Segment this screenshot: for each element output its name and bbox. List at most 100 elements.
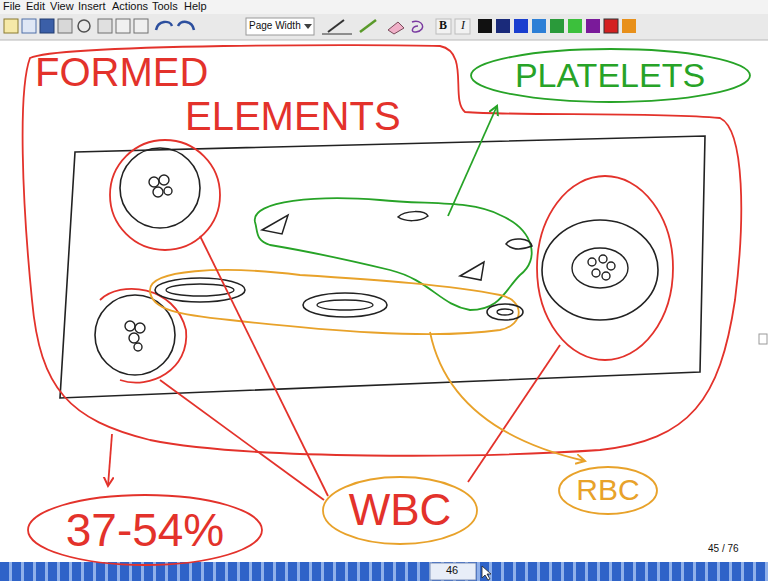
- menu-item: Actions: [112, 0, 148, 13]
- toolbar-border: [0, 40, 768, 41]
- rbc-group: [150, 270, 519, 334]
- menu-bar: [0, 0, 768, 14]
- colour-swatch: [586, 19, 600, 33]
- nucleus-lobe: [588, 258, 596, 266]
- rbc-pallor: [317, 300, 373, 310]
- platelet: [506, 239, 532, 249]
- wbc-cell: [120, 148, 200, 228]
- wbc-inner: [572, 248, 628, 288]
- nucleus-lobe: [134, 343, 142, 351]
- eraser-icon: [388, 22, 404, 34]
- nucleus-lobe: [599, 255, 607, 263]
- rbc-cell: [303, 293, 387, 317]
- redo-icon: [178, 22, 194, 30]
- italic-button: [455, 19, 470, 34]
- pen-icon: [328, 20, 344, 32]
- platelet: [398, 212, 428, 221]
- wbc-ring: [110, 140, 220, 250]
- zoom-select-text: Page Width: [249, 20, 301, 32]
- menu-item: Help: [184, 0, 207, 13]
- colour-swatch: [532, 19, 546, 33]
- nucleus-lobe: [602, 272, 610, 280]
- page-number: 46: [446, 564, 458, 577]
- pointer-line: [160, 380, 324, 500]
- callout-ellipse-line: [323, 477, 477, 544]
- rbc-pallor: [497, 309, 513, 315]
- colour-swatch: [622, 19, 636, 33]
- wbc-cell: [542, 220, 658, 320]
- nucleus-lobe: [129, 333, 139, 343]
- callout-text: 37-54%: [66, 507, 263, 553]
- page-box: [430, 563, 476, 580]
- pointer-arrow: [448, 106, 497, 216]
- colour-swatch: [604, 19, 618, 33]
- tool-icon: [78, 20, 90, 32]
- tool-bar: [0, 14, 768, 40]
- nucleus-lobe: [159, 175, 169, 185]
- nucleus-lobe: [607, 262, 615, 270]
- lasso-icon: [412, 21, 423, 32]
- title-text: FORMED ELEMENTS: [35, 50, 425, 138]
- tool-icons: [4, 18, 470, 35]
- bold-button-text: B: [439, 19, 447, 33]
- nucleus-lobe: [592, 269, 600, 277]
- tool-icon: [4, 19, 18, 33]
- wbc-nucleus: [125, 321, 145, 351]
- colour-swatch: [496, 19, 510, 33]
- colour-palette: [478, 19, 636, 33]
- callout-ellipse-line: [559, 467, 657, 514]
- colour-swatch: [550, 19, 564, 33]
- zoom-select: [246, 18, 314, 35]
- menu-item: View: [50, 0, 74, 13]
- smear-frame: [60, 136, 705, 398]
- nucleus-lobe: [149, 177, 159, 187]
- nucleus-lobe: [153, 187, 163, 197]
- callout-ellipse: RBC: [558, 466, 658, 515]
- wbc-nucleus: [588, 255, 615, 280]
- mouse-cursor: [482, 566, 491, 580]
- menu-item: Tools: [152, 0, 178, 13]
- tool-icon: [58, 19, 72, 33]
- italic-button-text: I: [461, 19, 465, 33]
- callout-ellipse: PLATELETS: [470, 48, 751, 103]
- bold-button: [436, 19, 451, 34]
- pen-icon: [322, 34, 352, 35]
- callout-ellipse: WBC: [322, 476, 478, 545]
- callout-ellipse-line: [471, 49, 750, 102]
- wbc-ring: [100, 289, 186, 383]
- nucleus-lobe: [125, 321, 135, 331]
- wbc-nucleus: [149, 175, 172, 197]
- undo-icon: [156, 22, 172, 30]
- callout-text: WBC: [349, 488, 478, 532]
- colour-swatch: [514, 19, 528, 33]
- page-counter: 45 / 76: [708, 543, 739, 555]
- nucleus-lobe: [164, 187, 172, 195]
- menu-item: File: [3, 0, 21, 13]
- callout-ellipse-line: [28, 495, 262, 565]
- dropdown-caret: [304, 24, 312, 29]
- tool-icon: [116, 19, 130, 33]
- tool-icon: [98, 19, 112, 33]
- callout-text: PLATELETS: [515, 58, 751, 92]
- platelet: [262, 215, 288, 234]
- formed-elements-loop: [23, 45, 742, 456]
- tool-icon: [22, 19, 36, 33]
- pointer-arrow: [108, 434, 112, 486]
- menu-item: Edit: [26, 0, 45, 13]
- highlighter-icon: [360, 20, 376, 32]
- colour-swatch: [568, 19, 582, 33]
- tool-icon: [40, 19, 54, 33]
- pointer-line: [468, 345, 560, 482]
- rbc-cell: [487, 304, 523, 320]
- pointer-arrow: [430, 332, 585, 461]
- platelet: [460, 262, 484, 280]
- menu-item: Insert: [78, 0, 106, 13]
- wbc-ring: [537, 176, 673, 360]
- side-handle: [759, 334, 767, 344]
- tool-icon: [134, 19, 148, 33]
- colour-swatch: [478, 19, 492, 33]
- callout-ellipse: 37-54%: [27, 494, 263, 566]
- page-bar: [0, 562, 768, 581]
- nucleus-lobe: [135, 323, 145, 333]
